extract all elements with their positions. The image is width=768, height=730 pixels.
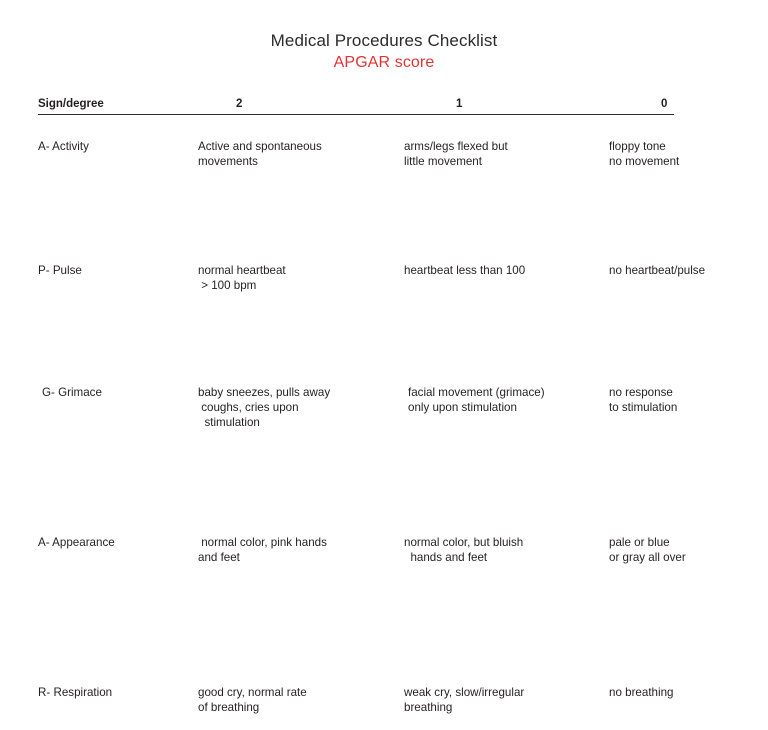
cell-activity-score-0: floppy tone no movement	[609, 140, 680, 168]
page-title: Medical Procedures Checklist	[270, 31, 498, 50]
row-label-appearance: A- Appearance	[38, 536, 115, 549]
cell-appearance-score-1: normal color, but bluish hands and feet	[404, 536, 524, 564]
row-label-grimace: G- Grimace	[42, 386, 102, 399]
cell-respiration-score-0: no breathing	[609, 686, 674, 699]
table-row: A- Activity Active and spontaneous movem…	[38, 139, 679, 201]
cell-pulse-score-1: heartbeat less than 100	[404, 264, 526, 277]
table-row: R- Respiration good cry, normal rate of …	[38, 685, 674, 730]
cell-appearance-score-2: normal color, pink hands and feet	[198, 536, 327, 564]
cell-respiration-score-2: good cry, normal rate of breathing	[198, 686, 307, 714]
cell-grimace-score-2: baby sneezes, pulls away coughs, cries u…	[198, 386, 331, 429]
table-row: P- Pulse normal heartbeat > 100 bpm hear…	[38, 263, 705, 324]
column-header-score-1: 1	[456, 98, 463, 110]
column-header-score-0: 0	[661, 98, 668, 110]
table-row: G- Grimace baby sneezes, pulls away coug…	[38, 385, 678, 460]
cell-grimace-score-0: no response to stimulation	[609, 386, 678, 414]
cell-activity-score-2: Active and spontaneous movements	[198, 140, 322, 168]
cell-grimace-score-1: facial movement (grimace) only upon stim…	[408, 386, 545, 414]
cell-appearance-score-0: pale or blue or gray all over	[609, 536, 686, 564]
row-label-pulse: P- Pulse	[38, 264, 82, 277]
title-block: Medical Procedures Checklist APGAR score	[0, 30, 768, 73]
slide-canvas: Medical Procedures Checklist APGAR score…	[0, 30, 768, 714]
cell-activity-score-1: arms/legs flexed but little movement	[404, 140, 508, 168]
row-label-respiration: R- Respiration	[38, 686, 113, 699]
table-row: A- Appearance normal color, pink hands a…	[38, 535, 686, 610]
row-label-activity: A- Activity	[38, 140, 89, 153]
column-header-score-2: 2	[236, 98, 243, 110]
cell-pulse-score-2: normal heartbeat > 100 bpm	[198, 264, 286, 292]
cell-pulse-score-0: no heartbeat/pulse	[609, 264, 706, 277]
page-subtitle: APGAR score	[333, 54, 435, 71]
apgar-score-table: Sign/degree 2 1 0 A- Activity Active and…	[38, 97, 705, 714]
column-header-sign-degree: Sign/degree	[38, 98, 104, 110]
table-header-row: Sign/degree 2 1 0	[38, 97, 674, 115]
cell-respiration-score-1: weak cry, slow/irregular breathing	[404, 686, 525, 714]
